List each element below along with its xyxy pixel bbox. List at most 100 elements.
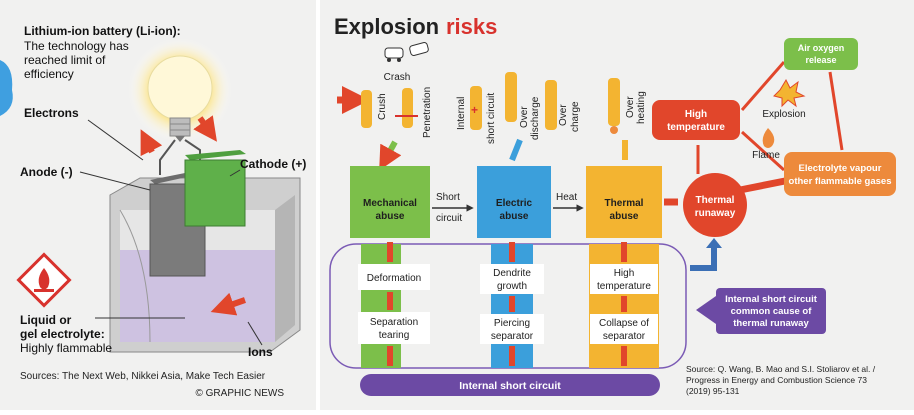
high-temp-sub-box: [590, 264, 658, 294]
over-charge-2: charge: [570, 101, 581, 132]
over-heating-1: Over: [625, 96, 636, 118]
thermal-label-2: abuse: [610, 211, 639, 222]
left-panel: Lithium-ion battery (Li-ion): The techno…: [0, 0, 316, 410]
short-label: Short: [436, 192, 460, 203]
crush-label: Crush: [377, 93, 388, 120]
title-risks: risks: [446, 14, 497, 39]
piercing-label-2: separator: [491, 331, 534, 342]
heating-flame-icon: [610, 126, 618, 134]
battery-desc-1: The technology has: [24, 39, 129, 53]
piercing-label-1: Piercing: [494, 318, 530, 329]
runaway-label-2: runaway: [695, 208, 736, 219]
isc-box-label-3: thermal runaway: [733, 318, 809, 329]
collapse-box: [590, 314, 658, 344]
arrow-isc-head: [706, 238, 722, 248]
collapse-label-1: Collapse of: [599, 318, 649, 329]
high-temp-label-1: High: [685, 109, 707, 120]
isc-common-cause-box: [716, 288, 826, 334]
electrolyte-label-2: gel electrolyte:: [20, 327, 105, 341]
flame-label: Flame: [752, 150, 780, 161]
vapour-label-1: Electrolyte vapour: [799, 163, 882, 174]
dendrite-label-1: Dendrite: [493, 268, 531, 279]
thermal-runaway-circle: [683, 173, 747, 237]
separation-box: [358, 312, 430, 344]
hightemp2-label-1: High: [614, 268, 635, 279]
electrons-leader: [87, 119, 144, 161]
thermal-label-1: Thermal: [605, 198, 644, 209]
charge-cell-icon: [545, 80, 557, 130]
isc-box-label-2: common cause of: [731, 306, 813, 317]
deformation-box: [358, 264, 430, 290]
electric-label-2: abuse: [500, 211, 529, 222]
mechanical-column: [361, 244, 401, 368]
crush-cell-icon: [361, 90, 372, 128]
runaway-label-1: Thermal: [696, 195, 735, 206]
air-oxygen-box: [784, 38, 858, 70]
mechanical-label-2: abuse: [376, 211, 405, 222]
internal-spark-icon: +: [471, 103, 478, 117]
internal-cell-icon: [470, 86, 482, 130]
cathode-label: Cathode (+): [240, 157, 306, 171]
arrow-to-electric: [509, 138, 523, 162]
anode-label: Anode (-): [20, 165, 73, 179]
mechanical-label-1: Mechanical: [363, 198, 417, 209]
source-line-2: Progress in Energy and Combustion Scienc…: [686, 375, 867, 385]
discharge-cell-icon: [505, 72, 517, 122]
explosion-icon: [773, 78, 806, 108]
electron-arrow-left: [140, 129, 163, 157]
over-heating-2: heating: [636, 91, 647, 124]
isc-bar-label: Internal short circuit: [459, 380, 561, 392]
isc-box-label-1: Internal short circuit: [725, 294, 818, 305]
ion-arrow: [210, 292, 246, 316]
heat-label: Heat: [556, 192, 577, 203]
hightemp2-label-2: temperature: [597, 281, 651, 292]
vapour-label-2: other flammable gases: [789, 176, 892, 187]
heating-cell-icon: [608, 78, 620, 126]
deformation-label: Deformation: [367, 273, 421, 284]
electron-arrow-right: [193, 115, 217, 142]
arrow-air-to-vapour: [828, 71, 844, 151]
source-line-1: Source: Q. Wang, B. Mao and S.I. Stoliar…: [686, 364, 876, 374]
explosion-label: Explosion: [762, 109, 805, 120]
separation-label-1: Separation: [370, 317, 418, 328]
mechanical-abuse-box: [350, 166, 430, 238]
over-charge-1: Over: [558, 104, 569, 126]
arrow-hightemp-to-air: [740, 61, 786, 111]
arrow-to-mechanical: [379, 140, 402, 171]
flammable-hazard-icon: [16, 252, 72, 308]
high-temp-box: [652, 100, 740, 140]
wire-anode: [159, 139, 176, 175]
isc-box-pointer: [696, 296, 716, 324]
crash-icon: [384, 42, 429, 62]
over-discharge-1: Over: [519, 106, 530, 128]
ions-leader: [247, 321, 263, 346]
battery-desc-3: efficiency: [24, 67, 74, 81]
left-sources: Sources: The Next Web, Nikkei Asia, Make…: [20, 371, 266, 382]
over-discharge-2: discharge: [530, 96, 541, 140]
internal-label-1: Internal: [456, 97, 467, 130]
electrons-label: Electrons: [24, 106, 79, 120]
right-panel: Explosion risks Crash Crush Penetration …: [320, 0, 914, 410]
cathode-plate: [184, 159, 246, 227]
electrolyte-vapour-box: [784, 152, 896, 196]
source-line-3: (2019) 95-131: [686, 386, 740, 396]
anode-leader: [79, 171, 151, 191]
arrow-isc-to-runaway: [690, 246, 717, 271]
collapse-label-2: separator: [603, 331, 646, 342]
penetration-cell-icon: [402, 88, 413, 128]
internal-label-2: short circuit: [486, 93, 497, 144]
internal-short-circuit-bar: [360, 374, 660, 396]
battery-desc-2: reached limit of: [24, 53, 106, 67]
high-temp-label-2: temperature: [667, 122, 725, 133]
circuit-label: circuit: [436, 213, 462, 224]
battery-cell-diagram: [109, 150, 301, 353]
air-label-2: release: [805, 55, 836, 65]
arrow-hightemp-to-vapour: [740, 130, 786, 172]
crash-label: Crash: [384, 72, 411, 83]
separation-label-2: tearing: [379, 330, 410, 341]
piercing-box: [480, 314, 544, 344]
cathode-leader: [229, 169, 241, 177]
air-label-1: Air oxygen: [798, 43, 845, 53]
